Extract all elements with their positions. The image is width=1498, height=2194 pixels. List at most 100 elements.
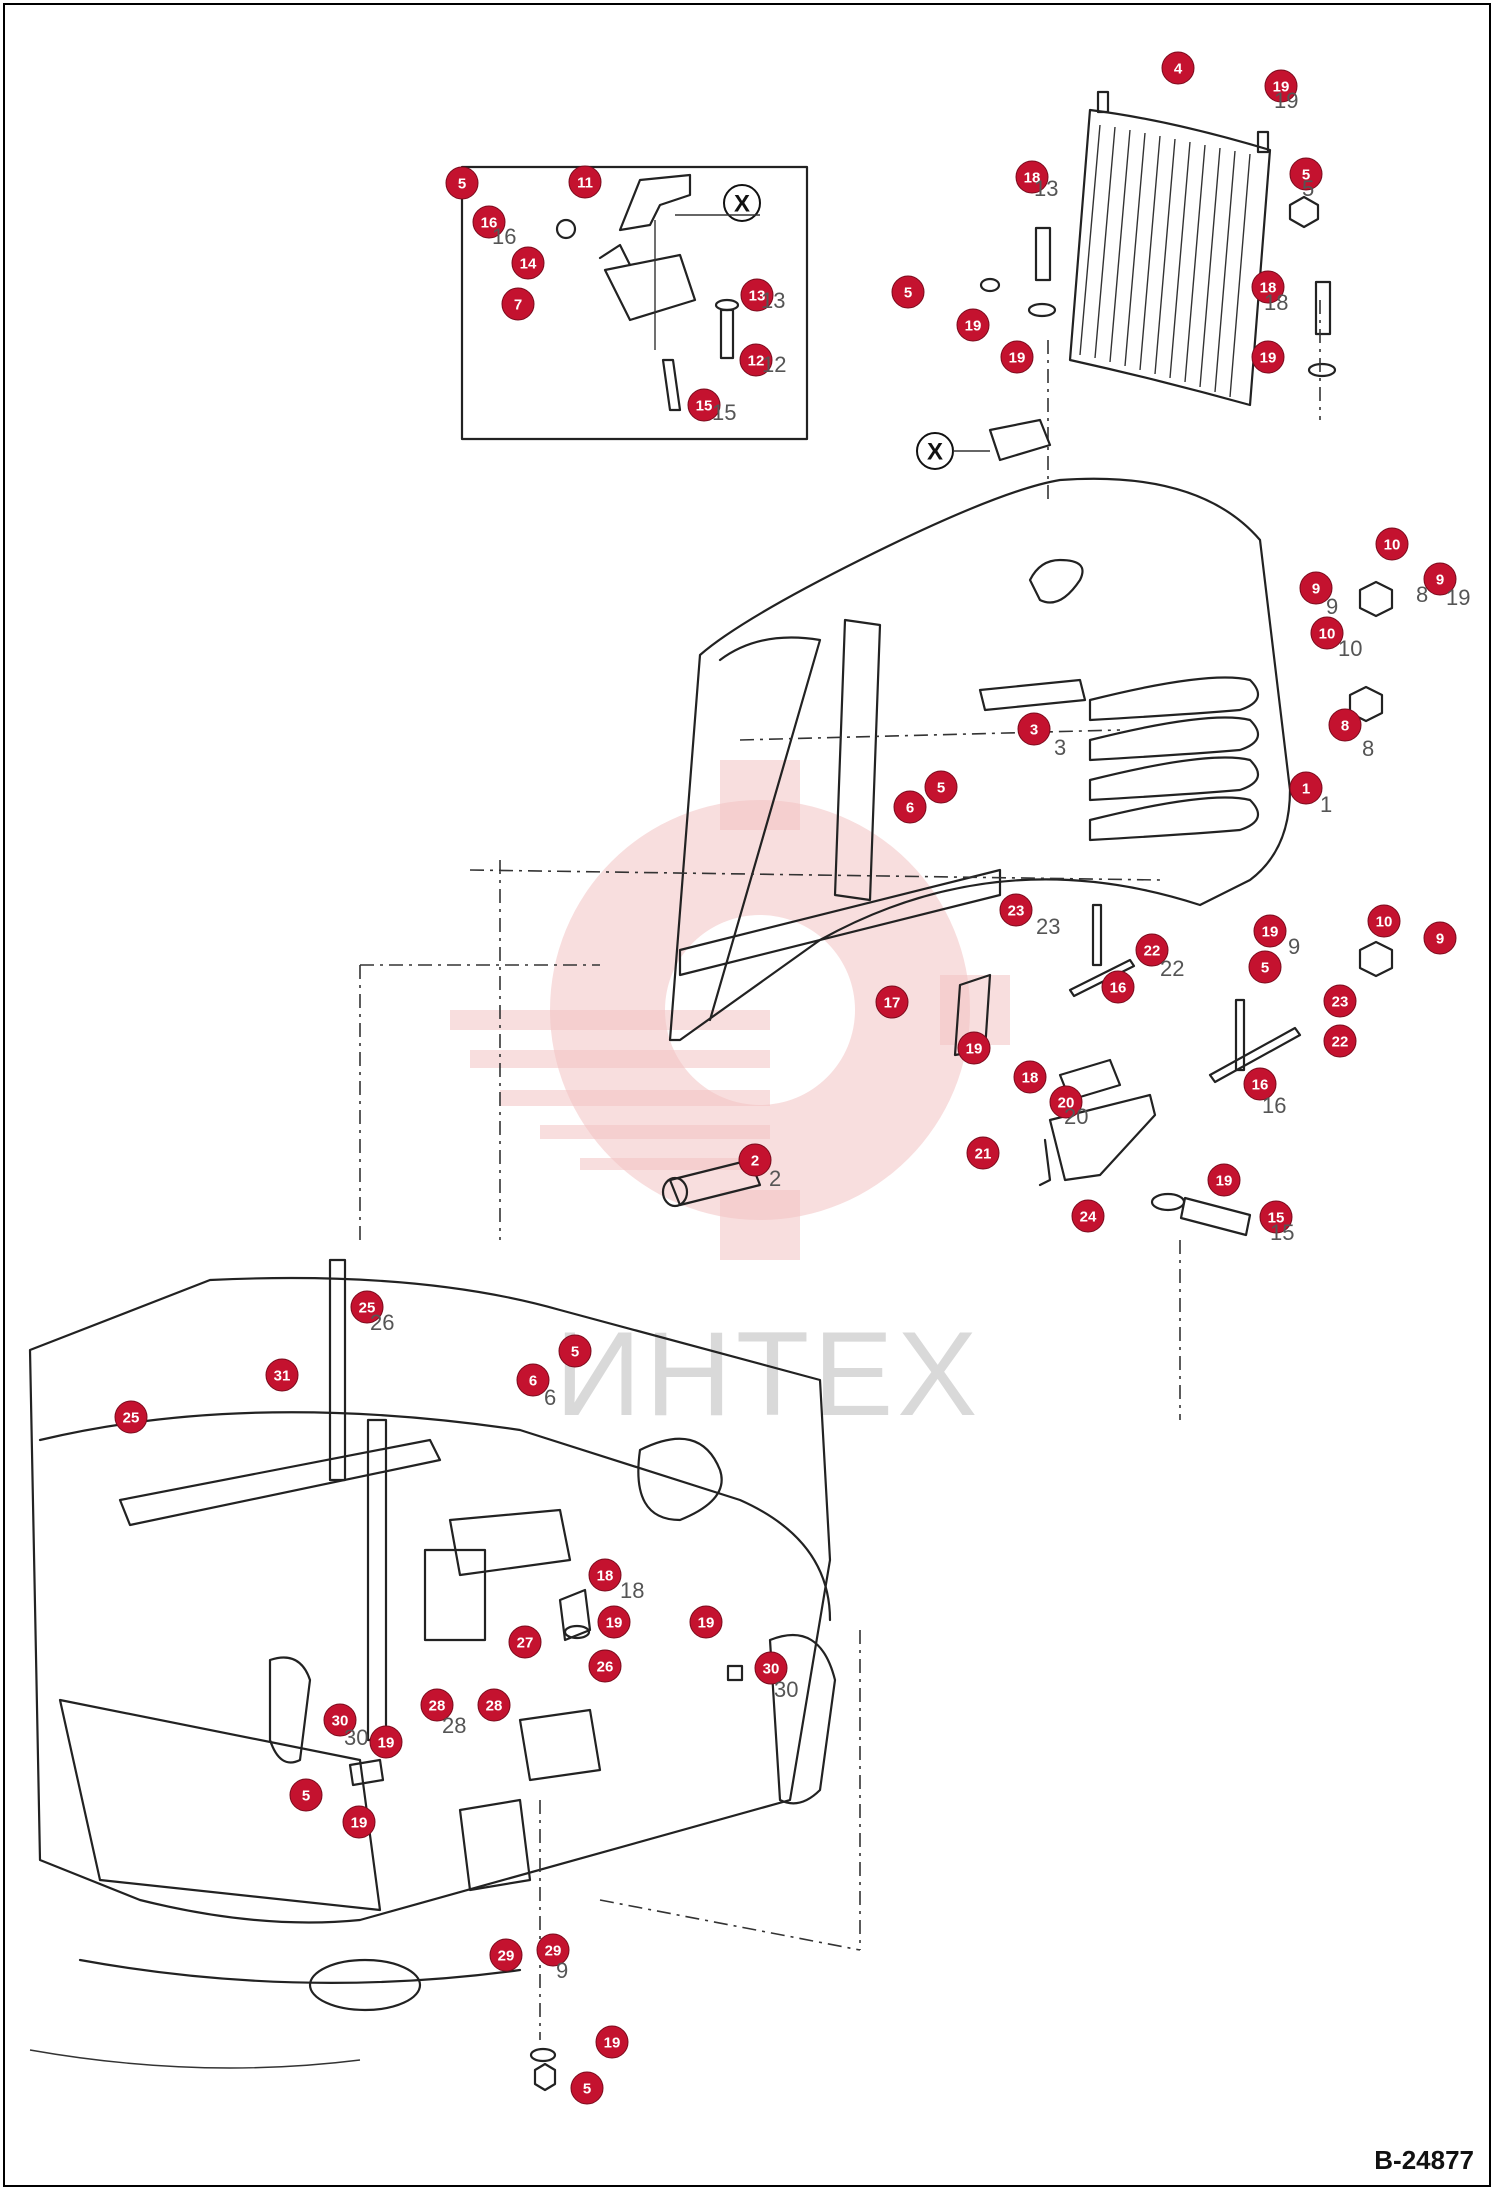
svg-text:23: 23 (1332, 994, 1349, 1011)
watermark-logo (450, 760, 1010, 1260)
callout-16: 16 (472, 205, 506, 239)
svg-text:5: 5 (904, 285, 912, 302)
ghost-label: 22 (1160, 956, 1184, 981)
svg-text:5: 5 (583, 2081, 591, 2098)
svg-text:29: 29 (545, 1943, 562, 1960)
svg-text:10: 10 (1384, 537, 1401, 554)
callout-19: 19 (689, 1605, 723, 1639)
callout-5: 5 (570, 2071, 604, 2105)
callout-19: 19 (1264, 69, 1298, 103)
callout-5: 5 (924, 770, 958, 804)
callout-3: 3 (1017, 712, 1051, 746)
callout-5: 5 (445, 166, 479, 200)
callout-20: 20 (1049, 1085, 1083, 1119)
ghost-label: 10 (1338, 636, 1362, 661)
svg-text:19: 19 (606, 1615, 623, 1632)
ghost-label: 16 (492, 224, 516, 249)
callout-12: 12 (739, 343, 773, 377)
callout-6: 6 (893, 790, 927, 824)
document-number: B-24877 (1374, 2145, 1474, 2175)
detail-marker-label: X (734, 191, 750, 218)
ghost-label: 15 (712, 400, 736, 425)
callout-19: 19 (1253, 914, 1287, 948)
svg-text:10: 10 (1319, 626, 1336, 643)
svg-text:19: 19 (351, 1815, 368, 1832)
watermark-text: ИНТЕХ (555, 1307, 981, 1441)
ghost-label: 8 (1416, 582, 1428, 607)
callout-30: 30 (754, 1651, 788, 1685)
ghost-label: 19 (1446, 585, 1470, 610)
hood-part (469, 477, 1292, 1240)
svg-text:1: 1 (1302, 781, 1310, 798)
ghost-label: 6 (544, 1385, 556, 1410)
svg-text:19: 19 (1262, 924, 1279, 941)
svg-text:30: 30 (332, 1713, 349, 1730)
callout-29: 29 (489, 1938, 523, 1972)
svg-text:12: 12 (748, 353, 765, 370)
callout-11: 11 (568, 165, 602, 199)
svg-text:10: 10 (1376, 914, 1393, 931)
callout-28: 28 (420, 1688, 454, 1722)
svg-text:9: 9 (1436, 572, 1444, 589)
callout-16: 16 (1101, 970, 1135, 1004)
svg-text:19: 19 (1260, 350, 1277, 367)
svg-text:30: 30 (763, 1661, 780, 1678)
svg-text:23: 23 (1008, 903, 1025, 920)
ghost-label: 9 (1326, 594, 1338, 619)
callout-19: 19 (957, 1031, 991, 1065)
svg-text:9: 9 (1436, 931, 1444, 948)
callout-16: 16 (1243, 1067, 1277, 1101)
svg-text:29: 29 (498, 1948, 515, 1965)
ghost-label: 8 (1362, 736, 1374, 761)
callout-22: 22 (1135, 933, 1169, 967)
callout-26: 26 (588, 1649, 622, 1683)
svg-text:20: 20 (1058, 1095, 1075, 1112)
ghost-label: 28 (442, 1713, 466, 1738)
ghost-label: 9 (1288, 934, 1300, 959)
svg-text:17: 17 (884, 995, 901, 1012)
callout-10: 10 (1375, 527, 1409, 561)
callout-25: 25 (114, 1400, 148, 1434)
callout-14: 14 (511, 246, 545, 280)
callout-5: 5 (1289, 157, 1323, 191)
hood-bracket-x: X (916, 418, 1052, 470)
svg-text:21: 21 (975, 1146, 992, 1163)
svg-text:27: 27 (517, 1635, 534, 1652)
svg-text:19: 19 (966, 1041, 983, 1058)
svg-text:5: 5 (1261, 960, 1269, 977)
ghost-label: 20 (1064, 1104, 1088, 1129)
ghost-label: 12 (762, 352, 786, 377)
callout-24: 24 (1071, 1199, 1105, 1233)
svg-text:25: 25 (123, 1410, 140, 1427)
callout-10: 10 (1310, 616, 1344, 650)
callout-27: 27 (508, 1625, 542, 1659)
svg-text:8: 8 (1341, 718, 1349, 735)
svg-text:5: 5 (458, 176, 466, 193)
callout-22: 22 (1323, 1024, 1357, 1058)
svg-text:5: 5 (1302, 167, 1310, 184)
callout-30: 30 (323, 1703, 357, 1737)
callout-9: 9 (1299, 571, 1333, 605)
callout-19: 19 (1207, 1163, 1241, 1197)
svg-text:18: 18 (1022, 1070, 1039, 1087)
svg-text:19: 19 (965, 318, 982, 335)
callout-23: 23 (999, 893, 1033, 927)
callout-28: 28 (477, 1688, 511, 1722)
callout-15: 15 (687, 388, 721, 422)
callout-31: 31 (265, 1358, 299, 1392)
callout-19: 19 (1000, 340, 1034, 374)
svg-text:26: 26 (597, 1659, 614, 1676)
svg-text:19: 19 (378, 1735, 395, 1752)
svg-text:16: 16 (1110, 980, 1127, 997)
drawing-frame (3, 3, 1491, 2187)
callout-5: 5 (891, 275, 925, 309)
detail-x-box: X (460, 165, 809, 441)
svg-text:19: 19 (698, 1615, 715, 1632)
svg-text:19: 19 (604, 2035, 621, 2052)
callout-25: 25 (350, 1290, 384, 1324)
svg-text:15: 15 (696, 398, 713, 415)
ghost-label: 16 (1262, 1093, 1286, 1118)
svg-text:4: 4 (1174, 61, 1183, 78)
callout-10: 10 (1367, 904, 1401, 938)
